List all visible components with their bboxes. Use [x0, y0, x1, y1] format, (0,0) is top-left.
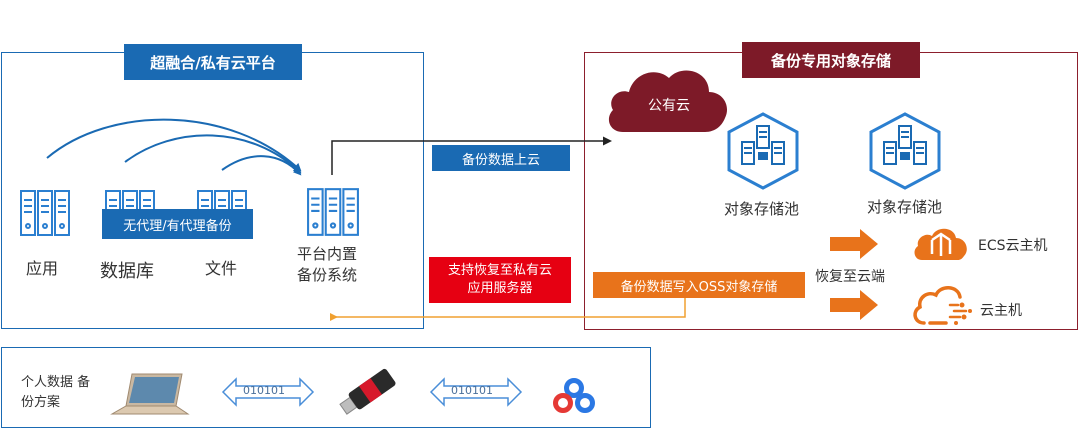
backup-mode-label: 无代理/有代理备份	[102, 209, 253, 239]
storage-pool-icon	[869, 112, 941, 190]
public-cloud-icon	[608, 70, 728, 132]
cloud-host-icon	[913, 286, 972, 325]
object-storage-title: 备份专用对象存储	[742, 42, 920, 78]
transfer-label: 010101	[451, 384, 493, 397]
restore-line	[330, 298, 686, 321]
restore-to-cloud-label: 恢复至云端	[815, 269, 885, 285]
cloud-drive-logo-icon	[553, 378, 595, 413]
personal-backup-container	[1, 347, 651, 428]
write-oss-label: 备份数据写入OSS对象存储	[593, 272, 805, 298]
public-cloud-label: 公有云	[648, 98, 690, 114]
arc-file-to-platform	[221, 155, 302, 176]
usb-drive-icon	[339, 368, 396, 415]
restore-private-cloud-label: 支持恢复至私有云 应用服务器	[429, 257, 571, 303]
ecs-cloud-icon	[914, 228, 967, 260]
file-label: 文件	[205, 259, 238, 278]
private-cloud-title: 超融合/私有云平台	[124, 44, 302, 80]
app-label: 应用	[26, 259, 59, 278]
arc-db-to-platform	[124, 134, 302, 174]
cloud-host-label: 云主机	[980, 303, 1022, 319]
personal-backup-title: 个人数据 备 份方案	[21, 375, 91, 410]
laptop-icon	[110, 373, 190, 415]
ecs-host-label: ECS云主机	[978, 238, 1048, 254]
platform-backup-system-label: 平台内置 备份系统	[297, 245, 358, 284]
storage-pool-label: 对象存储池	[724, 200, 800, 218]
arrow-right-icon	[830, 290, 878, 320]
upload-line	[331, 136, 612, 175]
upload-to-cloud-label: 备份数据上云	[432, 145, 570, 171]
server-icon	[307, 188, 359, 236]
data-transfer-arrow-icon	[429, 377, 523, 407]
storage-pool-icon	[727, 112, 799, 190]
database-label: 数据库	[100, 261, 154, 282]
server-icon	[20, 190, 70, 236]
transfer-label: 010101	[243, 384, 285, 397]
storage-pool-label: 对象存储池	[867, 198, 943, 216]
arc-app-to-platform	[46, 118, 302, 172]
data-transfer-arrow-icon	[221, 377, 315, 407]
arrow-right-icon	[830, 229, 878, 259]
